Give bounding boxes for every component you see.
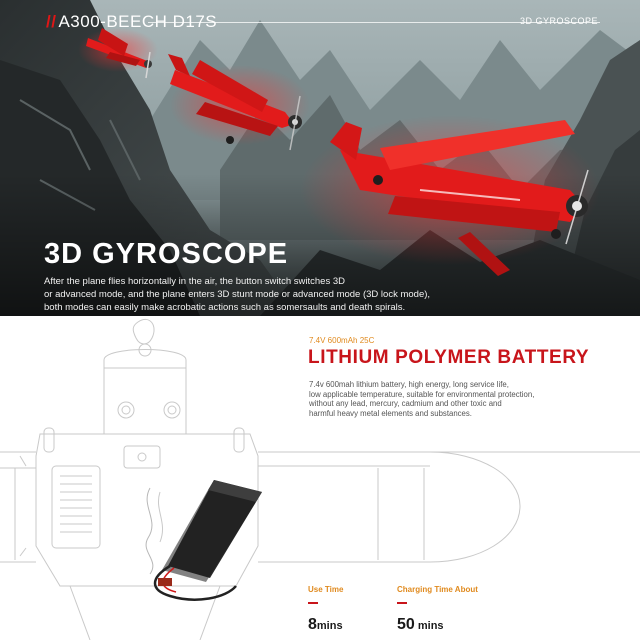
brand-logo: //A300-BEECH D17S xyxy=(46,12,217,32)
use-time-stat: Use Time 8mins xyxy=(308,585,343,634)
hero-description-line: both modes can easily make acrobatic act… xyxy=(44,302,406,313)
charging-time-divider xyxy=(397,602,407,604)
brand-slashes: // xyxy=(46,12,57,31)
plane-1-illustration xyxy=(78,28,158,79)
plane-3-illustration xyxy=(300,115,600,276)
battery-spec: 7.4V 600mAh 25C xyxy=(309,336,375,345)
hero-description-line: After the plane flies horizontally in th… xyxy=(44,276,345,287)
use-time-value: 8mins xyxy=(308,616,343,634)
battery-description: 7.4v 600mah lithium battery, high energy… xyxy=(309,380,599,418)
charging-time-label: Charging Time About xyxy=(397,585,478,594)
battery-description-line: 7.4v 600mah lithium battery, high energy… xyxy=(309,380,509,389)
battery-illustration xyxy=(153,480,262,601)
charging-time-value: 50 mins xyxy=(397,616,478,634)
battery-section: 7.4V 600mAh 25C LITHIUM POLYMER BATTERY … xyxy=(0,316,640,640)
header-divider xyxy=(148,22,600,23)
hero-banner: //A300-BEECH D17S 3D GYROSCOPE 3D GYROSC… xyxy=(0,0,640,316)
battery-description-line: harmful heavy metal elements and substan… xyxy=(309,408,472,418)
section-tag: 3D GYROSCOPE xyxy=(519,16,598,26)
charging-time-unit: mins xyxy=(414,620,444,632)
brand-name: A300-BEECH D17S xyxy=(58,12,218,31)
plane-line-drawing xyxy=(0,318,640,640)
charging-time-stat: Charging Time About 50 mins xyxy=(397,585,478,634)
battery-description-line: low applicable temperature, suitable for… xyxy=(309,389,535,399)
hero-description: After the plane flies horizontally in th… xyxy=(44,275,514,314)
hero-title: 3D GYROSCOPE xyxy=(44,238,289,270)
use-time-label: Use Time xyxy=(308,585,344,594)
charging-time-number: 50 xyxy=(397,616,415,633)
use-time-divider xyxy=(308,602,318,604)
plane-2-illustration xyxy=(168,54,310,151)
hero-description-line: or advanced mode, and the plane enters 3… xyxy=(44,289,431,300)
use-time-unit: mins xyxy=(316,620,343,632)
mountain-scene xyxy=(0,0,640,316)
battery-title: LITHIUM POLYMER BATTERY xyxy=(308,347,590,368)
battery-description-line: without any lead, mercury, cadmium and o… xyxy=(309,399,502,409)
use-time-number: 8 xyxy=(308,616,317,633)
